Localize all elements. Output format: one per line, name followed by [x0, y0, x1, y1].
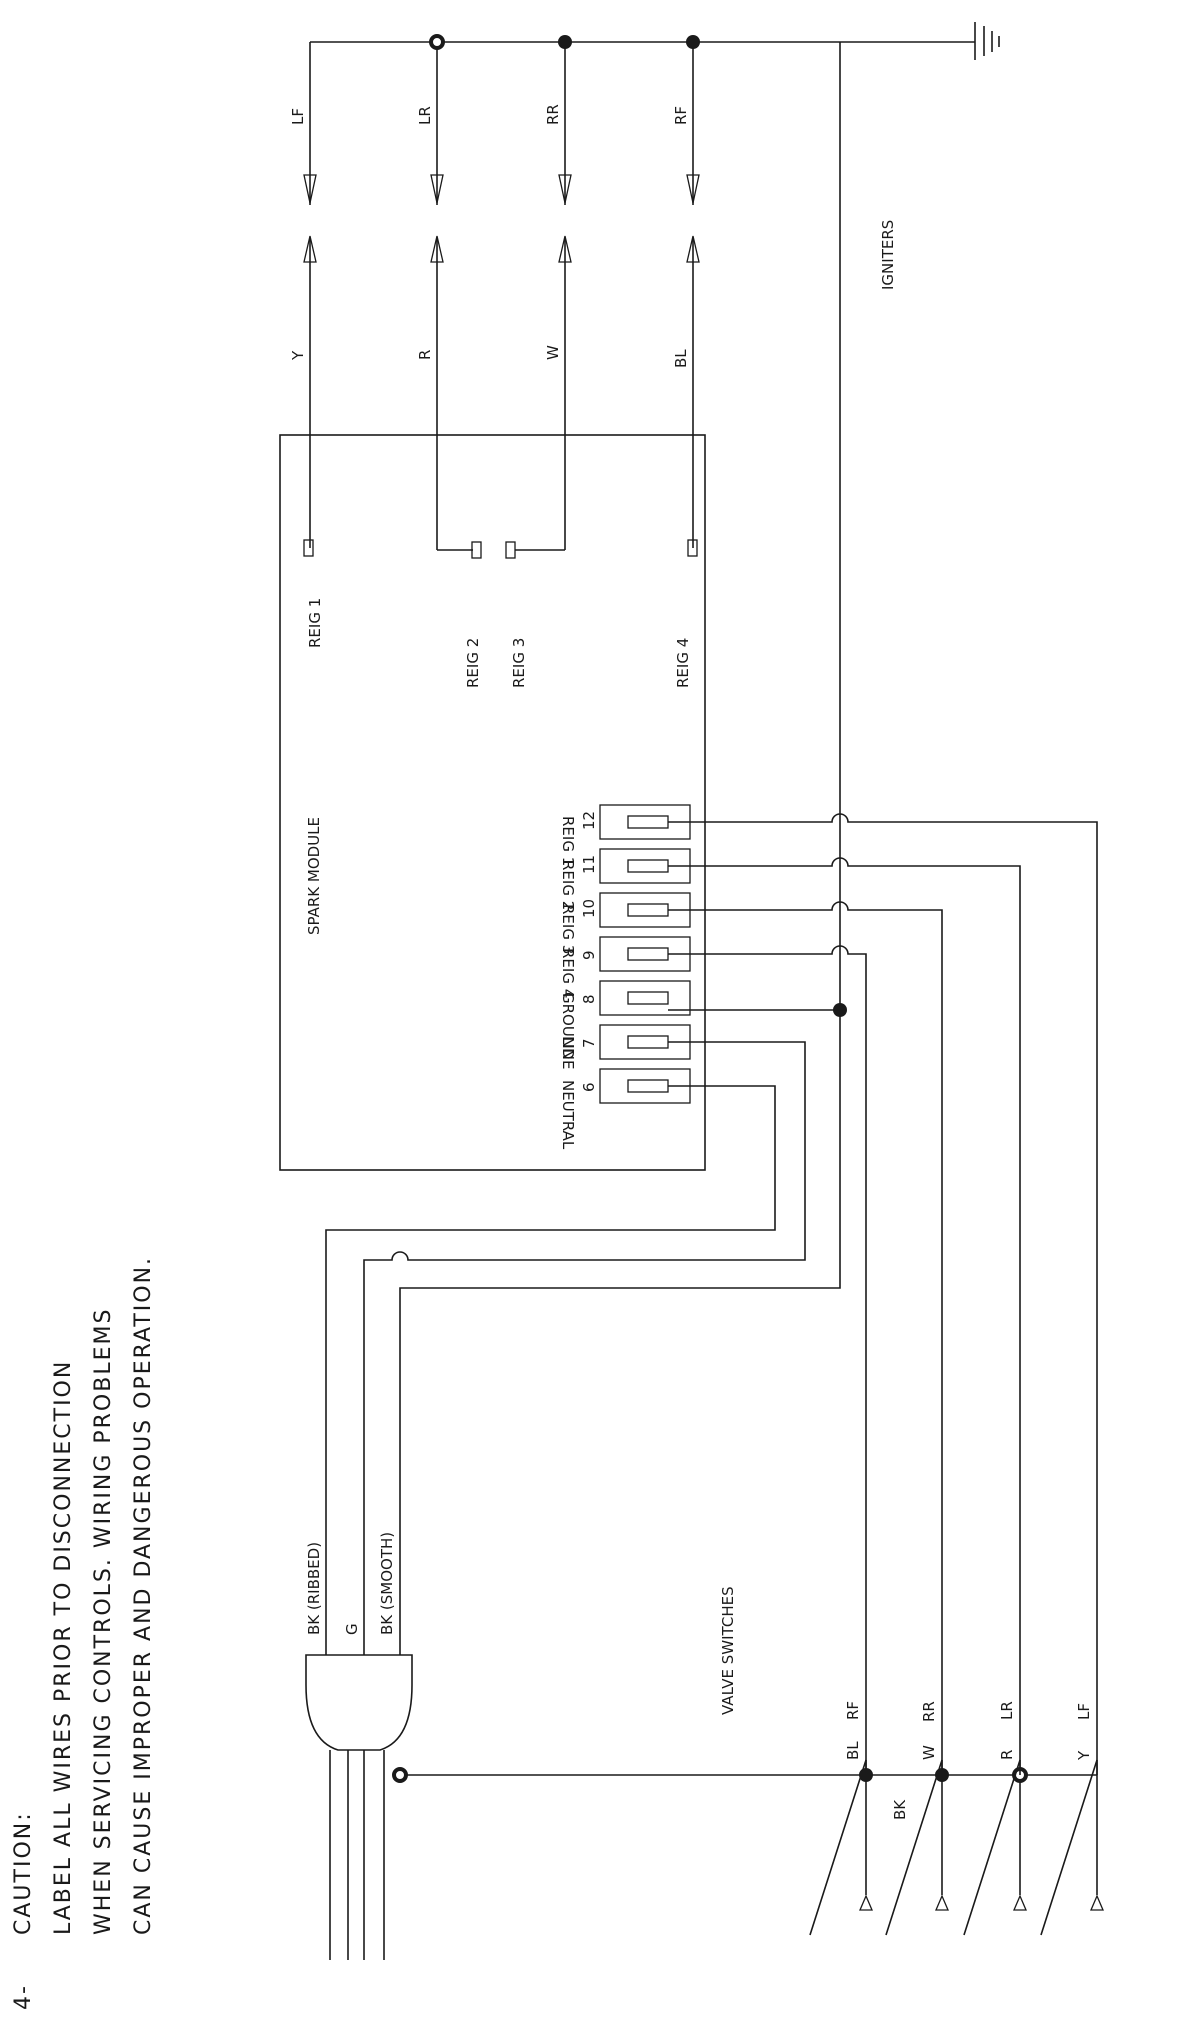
- switch-wire-w: W: [920, 1745, 938, 1760]
- terminal-number-7: 7: [580, 1038, 598, 1048]
- igniter-label-lf: LF: [289, 108, 307, 125]
- power-wires: [325, 1010, 841, 1655]
- terminal-name-reig-4: REIG 4: [559, 948, 577, 998]
- valve-switch-labels: VALVE SWITCHES RF RR LR LF BK: [719, 1586, 1093, 1820]
- igniter-label-lr: LR: [416, 106, 434, 125]
- caution-note: 4- CAUTION: LABEL ALL WIRES PRIOR TO DIS…: [11, 1256, 156, 2010]
- switch-wire-labels: BL W R Y: [844, 1741, 1093, 1761]
- terminal-name-reig-2: REIG 2: [559, 860, 577, 910]
- switch-control-wires: [668, 813, 1104, 1911]
- switch-wire-bl: BL: [844, 1741, 862, 1760]
- terminal-number-8: 8: [580, 994, 598, 1004]
- ground-junction-rf: [686, 35, 700, 49]
- terminal-name-line: LINE: [559, 1036, 577, 1069]
- ground-wire: [668, 42, 847, 1017]
- cord-wire-bk-smooth: BK (SMOOTH): [378, 1532, 396, 1635]
- terminal-name-ground: GROUND: [559, 992, 577, 1060]
- cord-wire-bk-ribbed: BK (RIBBED): [305, 1542, 323, 1635]
- bk-junction-cord: [392, 1767, 408, 1783]
- valve-switches-title: VALVE SWITCHES: [719, 1586, 737, 1715]
- terminal-number-9: 9: [580, 950, 598, 960]
- power-cord-plug: [305, 1654, 413, 1960]
- terminal-number-11: 11: [580, 855, 598, 874]
- igniter-wire-labels: Y R W BL: [289, 345, 690, 368]
- caution-number: 4-: [11, 1984, 36, 2010]
- terminal-name-reig-1: REIG 1: [559, 816, 577, 866]
- terminal-name-reig-3: REIG 3: [559, 904, 577, 954]
- cord-wire-g: G: [343, 1623, 361, 1635]
- igniters-title: IGNITERS: [879, 220, 897, 290]
- reig-label-3: REIG 3: [510, 638, 528, 688]
- igniter-leads: [303, 235, 700, 559]
- ground-junction-lr: [429, 34, 445, 50]
- valve-switch-common-bk: BK: [891, 1799, 909, 1820]
- igniter-wire-r: R: [416, 350, 434, 360]
- valve-switch-rf: RF: [844, 1701, 862, 1720]
- terminal-numbers: 12 11 10 9 8 7 6: [580, 811, 598, 1092]
- ground-bus: [310, 22, 1000, 60]
- ground-junction-rr: [558, 35, 572, 49]
- switch-wire-r: R: [998, 1750, 1016, 1760]
- reig-label-1: REIG 1: [306, 598, 324, 648]
- igniter-wire-y: Y: [289, 350, 307, 361]
- valve-switch-rr: RR: [920, 1701, 938, 1722]
- igniter-wire-w: W: [544, 345, 562, 360]
- valve-switch-lf: LF: [1075, 1703, 1093, 1720]
- caution-line-2: LABEL ALL WIRES PRIOR TO DISCONNECTION: [51, 1360, 76, 1935]
- reig-label-2: REIG 2: [464, 638, 482, 688]
- igniter-label-rr: RR: [544, 104, 562, 125]
- terminal-names: REIG 1 REIG 2 REIG 3 REIG 4 GROUND LINE …: [559, 816, 577, 1150]
- igniter-label-rf: RF: [672, 106, 690, 125]
- igniter-ground-drops: [303, 34, 700, 205]
- caution-line-3: WHEN SERVICING CONTROLS. WIRING PROBLEMS: [91, 1308, 116, 1935]
- terminal-number-10: 10: [580, 899, 598, 918]
- valve-switch-lr: LR: [998, 1701, 1016, 1720]
- terminal-name-neutral: NEUTRAL: [559, 1080, 577, 1150]
- valve-switch-bus: [392, 1759, 1098, 1936]
- caution-line-1: CAUTION:: [11, 1811, 36, 1935]
- spark-module-title: SPARK MODULE: [305, 817, 323, 935]
- igniter-wire-bl: BL: [672, 349, 690, 368]
- switch-wire-y: Y: [1075, 1750, 1093, 1761]
- reig-label-4: REIG 4: [674, 638, 692, 688]
- terminal-number-12: 12: [580, 811, 598, 830]
- caution-line-4: CAN CAUSE IMPROPER AND DANGEROUS OPERATI…: [131, 1256, 156, 1935]
- igniter-position-labels: LF LR RR RF IGNITERS: [289, 104, 897, 290]
- cord-wire-labels: BK (RIBBED) G BK (SMOOTH): [305, 1532, 396, 1635]
- spark-module: SPARK MODULE REIG 1 REIG 2 REIG 3 REIG 4…: [279, 434, 706, 1171]
- terminal-number-6: 6: [580, 1082, 598, 1092]
